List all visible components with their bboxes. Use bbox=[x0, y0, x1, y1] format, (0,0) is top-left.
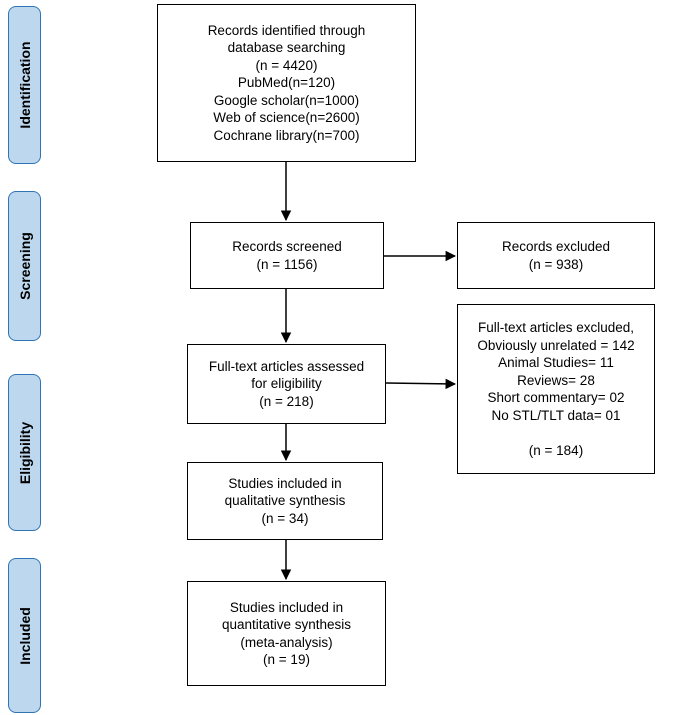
phase-included: Included bbox=[8, 558, 41, 713]
quantitative-line: (meta-analysis) bbox=[240, 634, 333, 650]
fulltext-line: for eligibility bbox=[251, 376, 322, 392]
fulltext-line: Full-text articles assessed bbox=[208, 358, 365, 374]
identified-line: Cochrane library(n=700) bbox=[213, 127, 360, 143]
screened-line: Records screened bbox=[232, 239, 342, 254]
fulltext-excluded-line: Short commentary= 02 bbox=[487, 390, 625, 405]
identified-line: PubMed(n=120) bbox=[237, 75, 336, 91]
fulltext-excluded-line: No STL/TLT data= 01 bbox=[491, 407, 621, 423]
phase-eligibility: Eligibility bbox=[8, 374, 41, 531]
quantitative-line: quantitative synthesis bbox=[221, 617, 352, 632]
quantitative-line: Studies included in bbox=[229, 599, 344, 615]
identified-line: Records identified through bbox=[207, 22, 366, 38]
fulltext-excluded-line: Animal Studies= 11 bbox=[498, 355, 614, 370]
qualitative-line: Studies included in bbox=[228, 475, 342, 491]
records-screened-box: Records screened (n = 1156) bbox=[190, 222, 384, 289]
identified-line: (n = 4420) bbox=[255, 57, 318, 73]
fulltext-excluded-line: Full-text articles excluded, bbox=[477, 320, 635, 335]
excluded-line: Records excluded bbox=[501, 239, 611, 254]
fulltext-excluded-line: Obviously unrelated = 142 bbox=[477, 337, 635, 353]
identified-line: Web of science(n=2600) bbox=[213, 110, 360, 126]
phase-identification: Identification bbox=[8, 6, 41, 164]
fulltext-excluded-line: (n = 184) bbox=[528, 442, 584, 458]
fulltext-excluded-line: Reviews= 28 bbox=[517, 372, 595, 388]
records-excluded-box: Records excluded (n = 938) bbox=[457, 222, 655, 289]
fulltext-assessed-box: Full-text articles assessed for eligibil… bbox=[187, 344, 386, 424]
quantitative-line: (n = 19) bbox=[263, 652, 310, 667]
fulltext-line: (n = 218) bbox=[259, 393, 314, 409]
screened-line: (n = 1156) bbox=[256, 256, 318, 272]
identified-line: Google scholar(n=1000) bbox=[213, 92, 360, 108]
arrow-fulltext-to-fulltext-excluded bbox=[385, 378, 457, 390]
quantitative-synthesis-box: Studies included in quantitative synthes… bbox=[187, 581, 386, 686]
excluded-line: (n = 938) bbox=[528, 256, 584, 272]
identified-line: database searching bbox=[227, 40, 346, 56]
qualitative-line: (n = 34) bbox=[261, 510, 309, 526]
qualitative-line: qualitative synthesis bbox=[224, 493, 346, 509]
qualitative-synthesis-box: Studies included in qualitative synthesi… bbox=[187, 462, 383, 540]
fulltext-excluded-box: Full-text articles excluded, Obviously u… bbox=[457, 304, 655, 474]
records-identified-box: Records identified through database sear… bbox=[157, 4, 416, 162]
phase-screening: Screening bbox=[8, 191, 41, 341]
